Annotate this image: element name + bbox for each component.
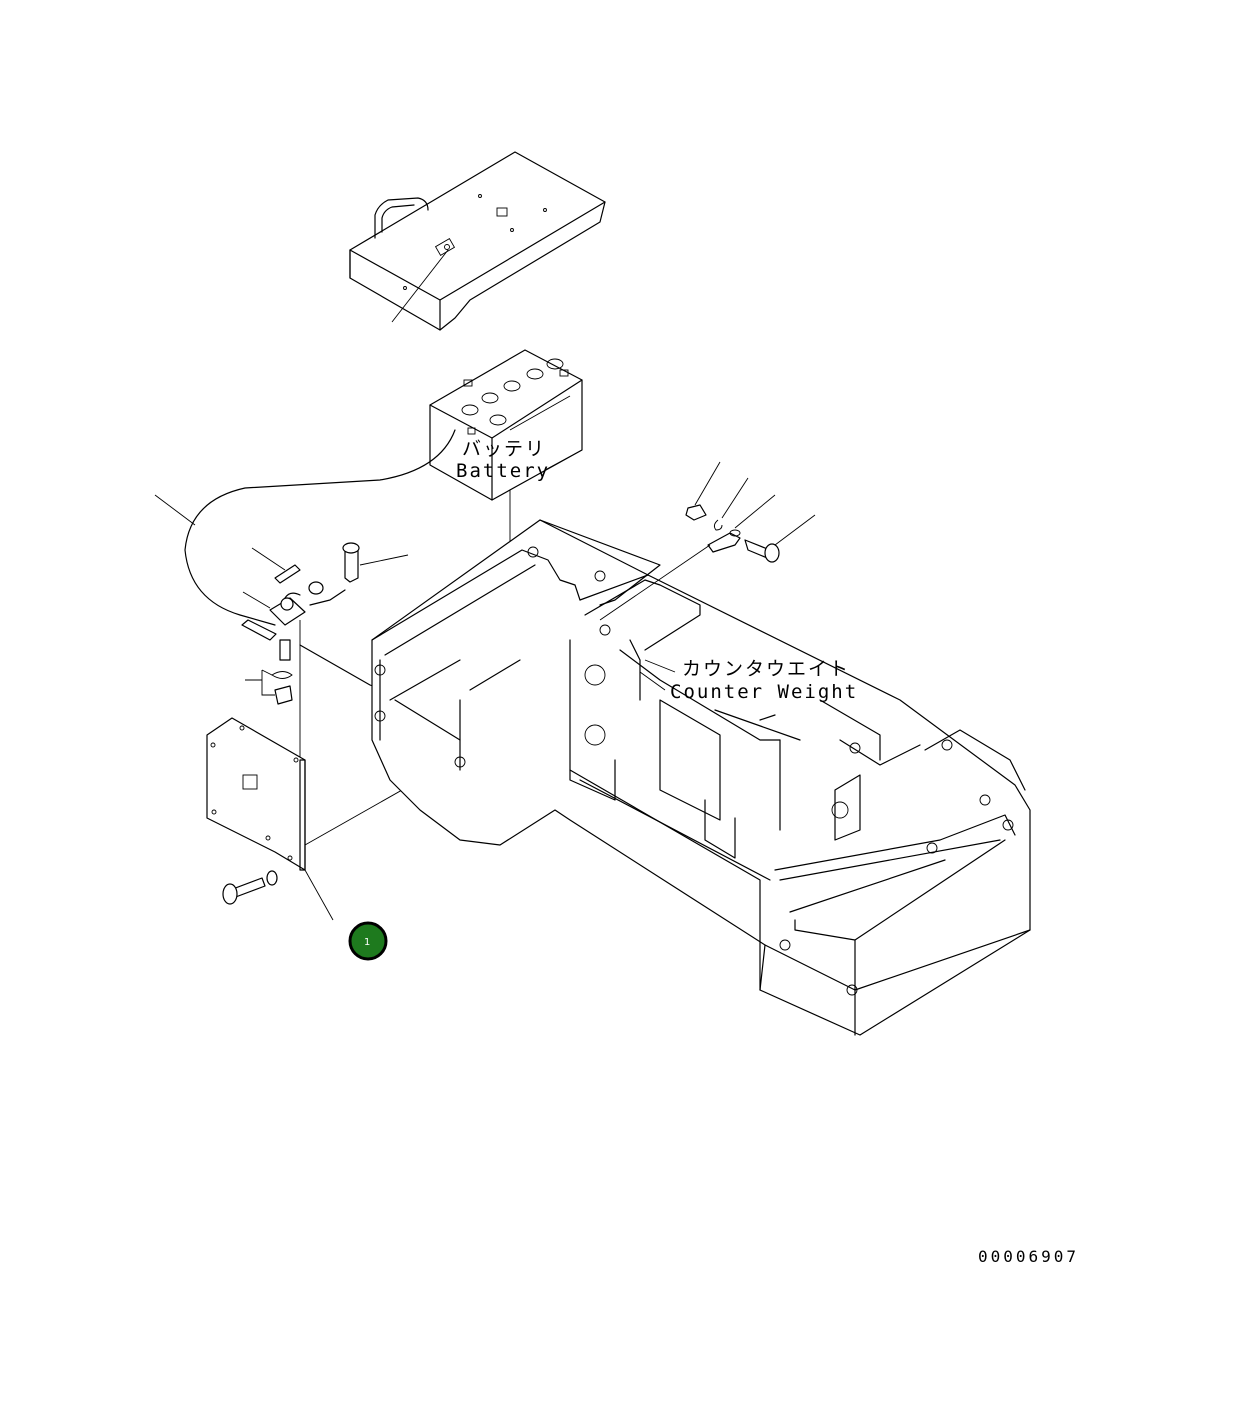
drawing-number: 00006907	[978, 1247, 1079, 1266]
callout-1-number: 1	[364, 937, 370, 948]
counter-weight	[371, 519, 1031, 1036]
counterweight-label-jp: カウンタウエイト	[682, 658, 850, 680]
battery-label-en: Battery	[456, 460, 550, 482]
battery-cable	[184, 429, 456, 626]
battery-label-jp: バッテリ	[462, 438, 546, 460]
counterweight-hardware	[599, 461, 816, 621]
battery-cover	[349, 151, 606, 331]
bolt-washer	[222, 870, 278, 905]
terminal-hardware	[241, 542, 409, 845]
cover-plate	[206, 717, 306, 871]
callout-1[interactable]: 1	[348, 921, 388, 961]
counterweight-label-en: Counter Weight	[670, 681, 858, 703]
